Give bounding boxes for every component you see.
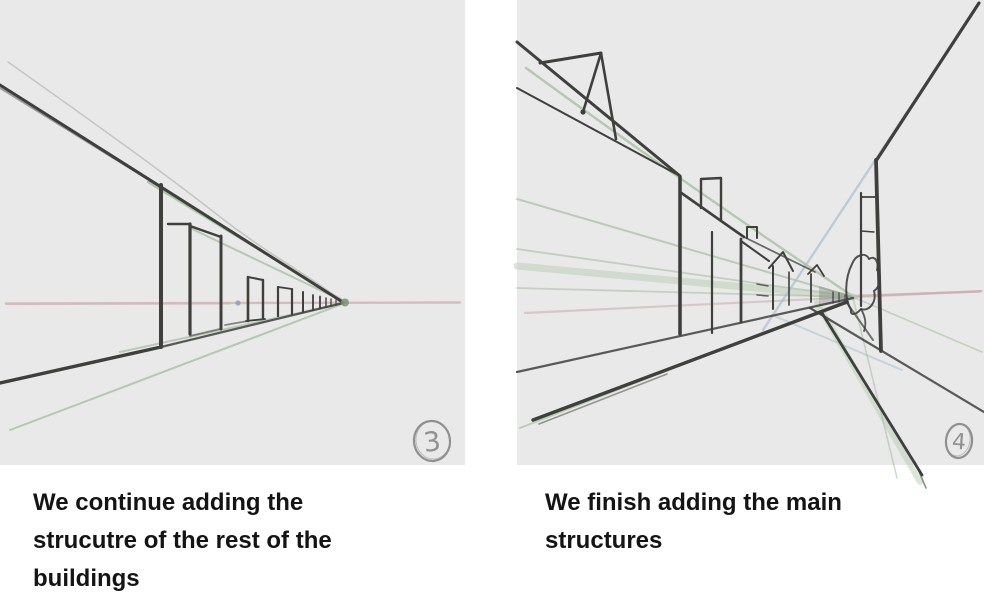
step-number-badge: 3: [412, 419, 452, 463]
step-number: 3: [422, 426, 442, 459]
roof-line: [0, 83, 343, 303]
building-outlines: [159, 183, 337, 349]
caption-line: structures: [545, 527, 663, 554]
vanishing-point: [235, 298, 349, 307]
step-number-badge: 4: [944, 422, 974, 460]
perspective-sketch-step-4: 4: [513, 0, 984, 489]
caption-line: buildings: [33, 565, 140, 592]
step-panel-4: 4: [513, 0, 984, 500]
street-lines: [515, 296, 984, 489]
caption-line: We finish adding the main: [545, 489, 842, 516]
perspective-sketch-step-3: 3: [0, 0, 465, 465]
horizon-dot: [235, 300, 241, 306]
gable-node: [580, 109, 586, 115]
sketch-canvas-background: [517, 0, 984, 465]
caption-line: strucutre of the rest of the: [33, 527, 332, 554]
right-building-outlines: [859, 1, 981, 353]
left-roofline: [515, 40, 682, 178]
caption-line: We continue adding the: [33, 489, 304, 516]
step-number: 4: [951, 430, 967, 456]
left-building-outlines: [678, 175, 853, 336]
step-panel-3: 3: [0, 0, 465, 465]
faint-guide-line: [7, 61, 339, 299]
caption-step-3: We continue adding the strucutre of the …: [33, 484, 445, 598]
caption-step-4: We finish adding the main structures: [545, 484, 957, 560]
horizon-line: [4, 301, 462, 306]
